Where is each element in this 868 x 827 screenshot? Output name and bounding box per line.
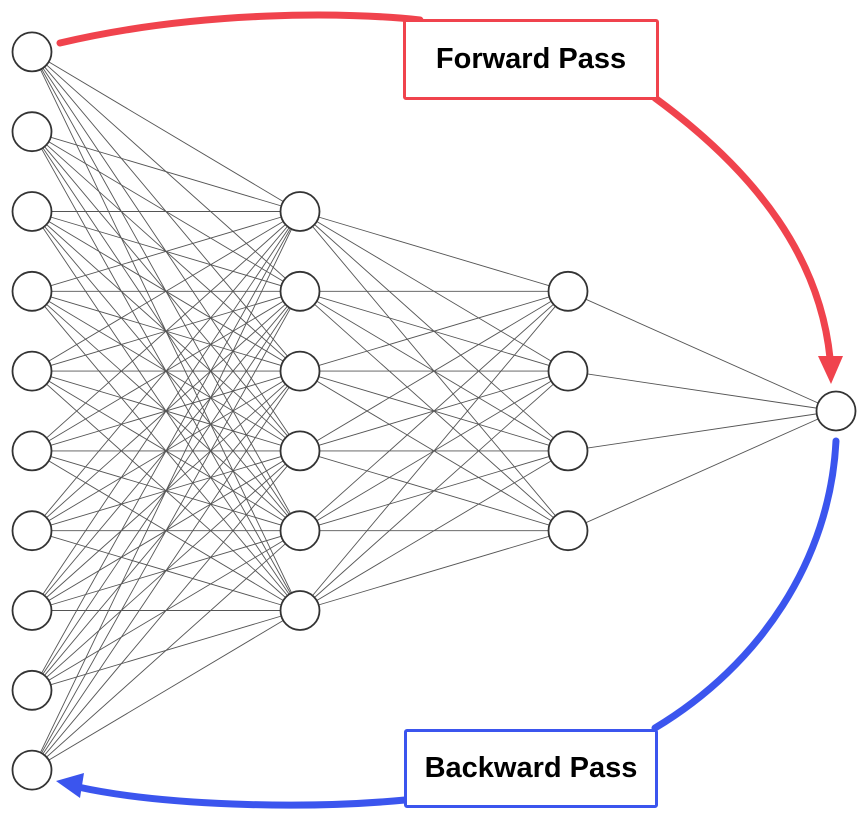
neuron-layer2-2 [547, 430, 589, 472]
connection-l0-6-0 [31, 211, 301, 531]
forward-pass-label: Forward Pass [403, 19, 659, 100]
neuron-layer0-7 [11, 590, 53, 631]
neuron-layer1-0 [279, 191, 321, 232]
connection-l0-9-1 [31, 291, 301, 771]
connection-l1-0-0 [299, 211, 569, 292]
connection-l0-9-4 [31, 530, 301, 771]
connection-l0-9-3 [31, 450, 301, 771]
neuron-layer0-6 [11, 510, 53, 552]
neuron-layer1-1 [279, 270, 321, 312]
neuron-layer2-1 [547, 350, 589, 392]
neuron-layer0-1 [11, 111, 53, 153]
neuron-layer1-3 [279, 430, 321, 472]
connection-l1-2-0 [299, 290, 569, 372]
connection-l0-9-2 [31, 370, 301, 771]
connection-l0-5-0 [31, 211, 301, 452]
forward-pass-arrow-tail [651, 94, 834, 362]
connection-l1-5-1 [299, 370, 569, 611]
nodes [11, 31, 857, 791]
backward-pass-label: Backward Pass [404, 729, 658, 808]
neuron-layer0-9 [11, 749, 53, 791]
backward-pass-arrow [651, 437, 840, 732]
connection-l0-9-5 [31, 610, 301, 771]
neuron-layer0-0 [11, 31, 53, 73]
connection-l1-5-0 [299, 291, 569, 611]
forward-pass-arrow [56, 11, 424, 47]
neuron-layer3-0 [815, 390, 857, 432]
connection-l2-0-0 [567, 290, 837, 412]
neuron-layer2-0 [547, 270, 589, 312]
connection-l0-1-0 [31, 131, 301, 212]
connection-l1-4-0 [299, 290, 569, 532]
forward-pass-arrowhead [818, 356, 843, 384]
connection-l1-5-3 [299, 530, 569, 611]
neuron-layer0-3 [11, 270, 53, 312]
connection-l0-4-0 [31, 211, 301, 372]
connection-l0-3-0 [31, 211, 301, 292]
connection-l2-1-0 [567, 370, 837, 412]
connection-l0-0-0 [31, 51, 301, 212]
connection-l1-5-2 [299, 450, 569, 611]
neuron-layer0-2 [11, 191, 53, 232]
backward-pass-arrowhead [56, 773, 84, 798]
connection-l1-3-0 [299, 290, 569, 452]
neuron-layer0-5 [11, 430, 53, 472]
neuron-layer0-4 [11, 350, 53, 392]
connection-l0-9-0 [31, 211, 301, 771]
neuron-layer1-4 [279, 510, 321, 552]
connection-l0-8-0 [31, 211, 301, 691]
backward-pass-arrow-tail [74, 783, 409, 809]
neuron-layer2-3 [547, 510, 589, 552]
connection-l0-7-0 [31, 211, 301, 611]
connections [31, 51, 837, 771]
connection-l2-2-0 [567, 410, 837, 452]
connection-l2-3-0 [567, 410, 837, 532]
neuron-layer1-5 [279, 590, 321, 631]
neuron-layer1-2 [279, 350, 321, 392]
neuron-layer0-8 [11, 669, 53, 711]
